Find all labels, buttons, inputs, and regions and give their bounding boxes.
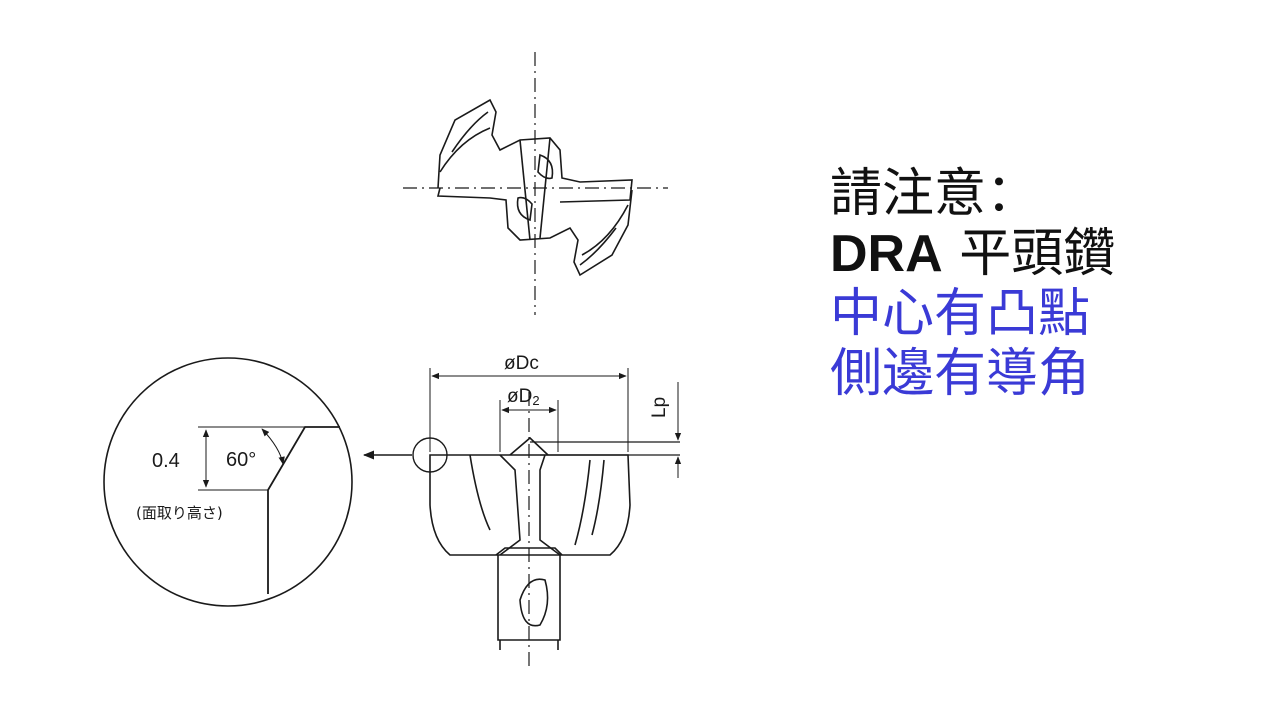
label-chamfer-height: 0.4 — [152, 450, 180, 472]
note-block: 請注意： DRA 平頭鑽 中心有凸點 側邊有導角 — [830, 168, 1115, 408]
label-dc: øDc — [504, 353, 539, 374]
note-product-name: 平頭鑽 — [942, 224, 1116, 284]
drill-side-view — [362, 368, 682, 668]
note-line-3: 中心有凸點 — [830, 284, 1091, 344]
lower-right-flute — [436, 187, 633, 277]
center-point-tip — [509, 436, 549, 456]
note-line-4: 側邊有導角 — [830, 344, 1091, 404]
detail-marker-circle — [412, 437, 448, 473]
center-point-upper — [537, 153, 554, 180]
note-product-code: DRA — [830, 225, 943, 283]
drill-shank — [497, 555, 561, 641]
label-chamfer-caption: (面取り高さ) — [136, 504, 223, 522]
chamfer-detail-view — [103, 357, 353, 607]
detail-circle — [103, 357, 353, 607]
label-chamfer-angle: 60° — [226, 449, 256, 471]
label-lp: Lp — [649, 397, 670, 418]
label-d2: øD2 — [507, 386, 540, 408]
center-point-lower — [516, 196, 533, 222]
chamfer-edge — [267, 426, 340, 594]
drill-head-body — [429, 454, 631, 556]
drill-top-view — [403, 52, 668, 315]
note-line-1: 請注意： — [830, 164, 1039, 224]
note-line-2: DRA 平頭鑽 — [830, 228, 1115, 288]
dim-chamfer-angle — [261, 428, 285, 465]
